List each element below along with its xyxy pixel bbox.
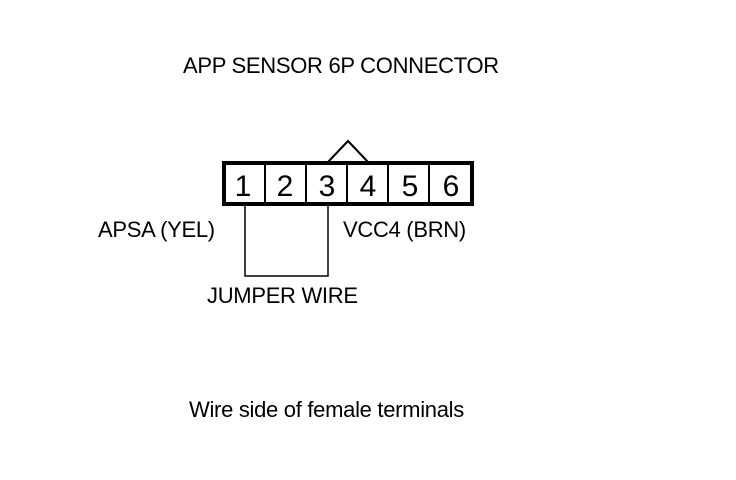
jumper-wire-label: JUMPER WIRE — [207, 283, 358, 308]
pin-dividers — [264, 163, 430, 204]
pin-4-number: 4 — [360, 170, 377, 203]
pin-6-number: 6 — [443, 170, 460, 203]
pin-2-number: 2 — [277, 170, 294, 203]
pin-numbers: 1 2 3 4 5 6 — [235, 170, 460, 203]
pin-5-number: 5 — [402, 170, 419, 203]
jumper-wire — [244, 204, 329, 277]
diagram-caption: Wire side of female terminals — [189, 397, 464, 422]
diagram-title: APP SENSOR 6P CONNECTOR — [183, 53, 499, 78]
pin-1-number: 1 — [235, 170, 252, 203]
connector-lock-tab — [327, 139, 369, 163]
pin-3-number: 3 — [319, 170, 336, 203]
vcc4-label: VCC4 (BRN) — [343, 217, 466, 242]
apsa-label: APSA (YEL) — [98, 217, 215, 242]
